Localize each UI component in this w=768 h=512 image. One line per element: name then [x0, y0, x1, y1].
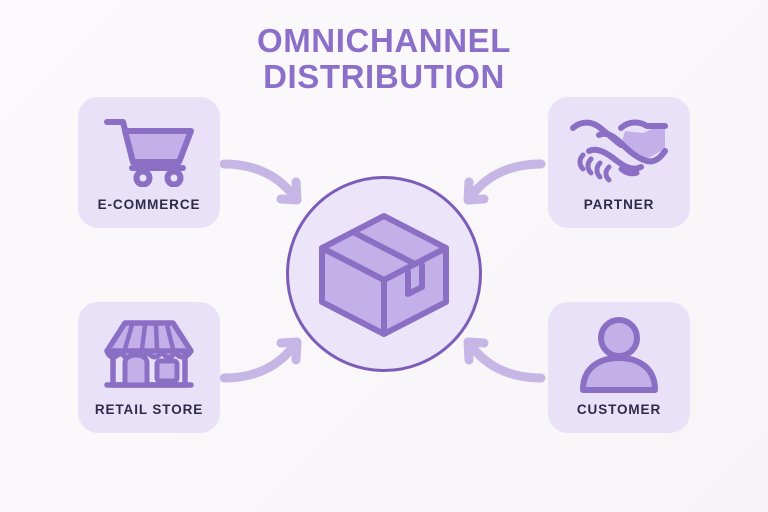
shopping-cart-icon — [104, 119, 194, 187]
channel-label-retail-store: RETAIL STORE — [94, 402, 204, 417]
channel-card-retail-store[interactable]: RETAIL STORE — [78, 302, 220, 433]
channel-label-customer: CUSTOMER — [576, 402, 662, 417]
person-icon — [580, 317, 658, 393]
card-icon-wrapper — [78, 111, 220, 189]
channel-label-partner: PARTNER — [583, 197, 655, 212]
card-icon-wrapper — [78, 316, 220, 394]
card-icon-wrapper — [548, 111, 690, 189]
package-box-icon — [319, 213, 449, 337]
page-title: OMNICHANNEL DISTRIBUTION — [256, 22, 512, 95]
channel-card-customer[interactable]: CUSTOMER — [548, 302, 690, 433]
handshake-icon — [570, 119, 668, 183]
storefront-icon — [104, 320, 194, 388]
channel-card-partner[interactable]: PARTNER — [548, 97, 690, 228]
hub-node[interactable] — [286, 176, 482, 372]
card-icon-wrapper — [548, 316, 690, 394]
channel-card-ecommerce[interactable]: E-COMMERCE — [78, 97, 220, 228]
channel-label-ecommerce: E-COMMERCE — [97, 197, 201, 212]
